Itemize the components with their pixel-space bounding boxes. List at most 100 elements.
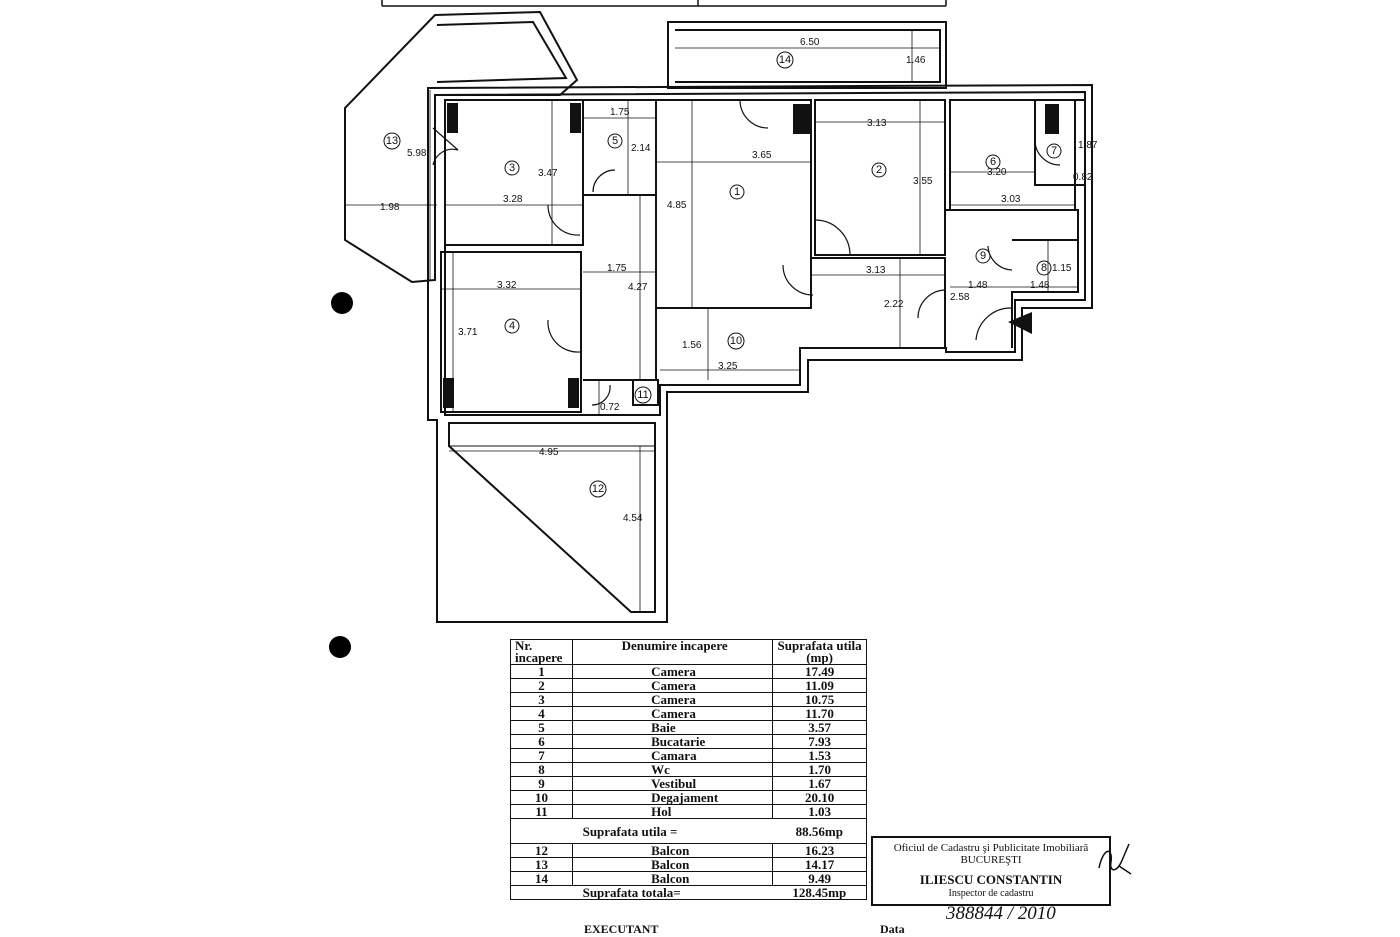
room-area-cell: 1.53 <box>772 748 867 763</box>
dim-label: 3.03 <box>1001 194 1021 205</box>
useful-area-value: 88.56mp <box>772 818 867 844</box>
dim-label: 1.48 <box>1030 280 1050 291</box>
columns <box>443 103 1059 408</box>
room-nr-cell: 1 <box>509 664 574 679</box>
room-name-cell: Camara <box>572 748 774 763</box>
dim-label: 3.25 <box>718 361 738 372</box>
total-area-row: Suprafata totala= 128.45mp <box>509 885 867 900</box>
punch-hole <box>329 636 351 658</box>
room-number: 4 <box>509 320 515 332</box>
stamp-city: BUCUREŞTI <box>960 854 1022 866</box>
dim-label: 0.82 <box>1073 172 1093 183</box>
room-number: 12 <box>592 483 604 495</box>
dim-label: 1.87 <box>1078 140 1098 151</box>
room-area-cell: 1.67 <box>772 776 867 791</box>
room-number: 7 <box>1051 145 1057 157</box>
room-area-cell: 10.75 <box>772 692 867 707</box>
dim-label: 3.13 <box>866 265 886 276</box>
header-area: Suprafata utila (mp) <box>772 639 867 665</box>
room-area-cell: 7.93 <box>772 734 867 749</box>
room-number: 10 <box>730 335 742 347</box>
room-number: 14 <box>779 54 791 66</box>
dim-label: 4.95 <box>539 447 559 458</box>
room-area-cell: 14.17 <box>772 857 867 872</box>
dim-label: 1.48 <box>968 280 988 291</box>
room-number: 9 <box>980 250 986 262</box>
room-area-cell: 11.09 <box>772 678 867 693</box>
room-name-cell: Balcon <box>572 871 774 886</box>
dim-label: 3.71 <box>458 327 478 338</box>
dim-label: 3.65 <box>752 150 772 161</box>
dimension-lines <box>345 30 1078 612</box>
walls <box>344 10 1093 623</box>
dim-label: 3.28 <box>503 194 523 205</box>
room-nr-cell: 14 <box>509 871 574 886</box>
dim-label: 2.58 <box>950 292 970 303</box>
dim-label: 1.56 <box>682 340 702 351</box>
header-nr: Nr. incapere <box>509 639 574 665</box>
signature-icon <box>1098 843 1132 875</box>
room-number: 1 <box>734 186 740 198</box>
room-name-cell: Bucatarie <box>572 734 774 749</box>
room-area-cell: 3.57 <box>772 720 867 735</box>
dim-label: 3.13 <box>867 118 887 129</box>
room-name-cell: Vestibul <box>572 776 774 791</box>
dim-label: 3.55 <box>913 176 933 187</box>
room-nr-cell: 2 <box>509 678 574 693</box>
room-nr-cell: 10 <box>509 790 574 805</box>
room-number: 13 <box>386 135 398 147</box>
total-area-value: 128.45mp <box>772 885 867 900</box>
date-label: Data <box>880 922 905 936</box>
table-header-row: Nr. incapere Denumire incapere Suprafata… <box>509 639 867 665</box>
room-nr-cell: 11 <box>509 804 574 819</box>
room-name-cell: Baie <box>572 720 774 735</box>
dim-label: 4.27 <box>628 282 648 293</box>
punch-hole <box>331 292 353 314</box>
dim-label: 3.32 <box>497 280 517 291</box>
dim-label: 1.75 <box>610 107 630 118</box>
dim-label: 1.75 <box>607 263 627 274</box>
door-swings <box>432 99 1061 406</box>
dim-label: 3.20 <box>987 167 1007 178</box>
room-number: 11 <box>637 389 648 401</box>
room-nr-cell: 8 <box>509 762 574 777</box>
room-number: 3 <box>509 162 515 174</box>
floor-plan-drawing: 6.50 1.46 1.75 2.14 3.65 3.13 3.55 5.98 … <box>344 0 1098 623</box>
room-nr-cell: 5 <box>509 720 574 735</box>
area-table: Nr. incapere Denumire incapere Suprafata… <box>509 639 867 900</box>
room-number: 2 <box>876 164 882 176</box>
top-frame <box>381 0 947 7</box>
dim-label: 6.50 <box>800 37 820 48</box>
dimension-labels: 6.50 1.46 1.75 2.14 3.65 3.13 3.55 5.98 … <box>380 37 1098 524</box>
stamp-name: ILIESCU CONSTANTIN <box>919 872 1063 887</box>
dim-label: 5.98 <box>407 148 427 159</box>
room-area-cell: 17.49 <box>772 664 867 679</box>
room-number: 8 <box>1041 262 1047 274</box>
cadastre-stamp: Oficiul de Cadastru şi Publicitate Imobi… <box>871 836 1111 906</box>
room-name-cell: Wc <box>572 762 774 777</box>
room-number-labels: 1 2 3 4 5 6 7 8 9 10 11 12 13 14 <box>386 54 1057 495</box>
dim-label: 2.22 <box>884 299 904 310</box>
room-area-cell: 1.03 <box>772 804 867 819</box>
dim-label: 4.85 <box>667 200 687 211</box>
room-nr-cell: 13 <box>509 857 574 872</box>
dim-label: 1.98 <box>380 202 400 213</box>
room-nr-cell: 12 <box>509 843 574 858</box>
room-area-cell: 1.70 <box>772 762 867 777</box>
room-name-cell: Balcon <box>572 857 774 872</box>
entrance-arrow-icon <box>1008 312 1032 334</box>
room-name-cell: Camera <box>572 664 774 679</box>
stamp-office: Oficiul de Cadastru şi Publicitate Imobi… <box>893 842 1089 854</box>
room-nr-cell: 3 <box>509 692 574 707</box>
